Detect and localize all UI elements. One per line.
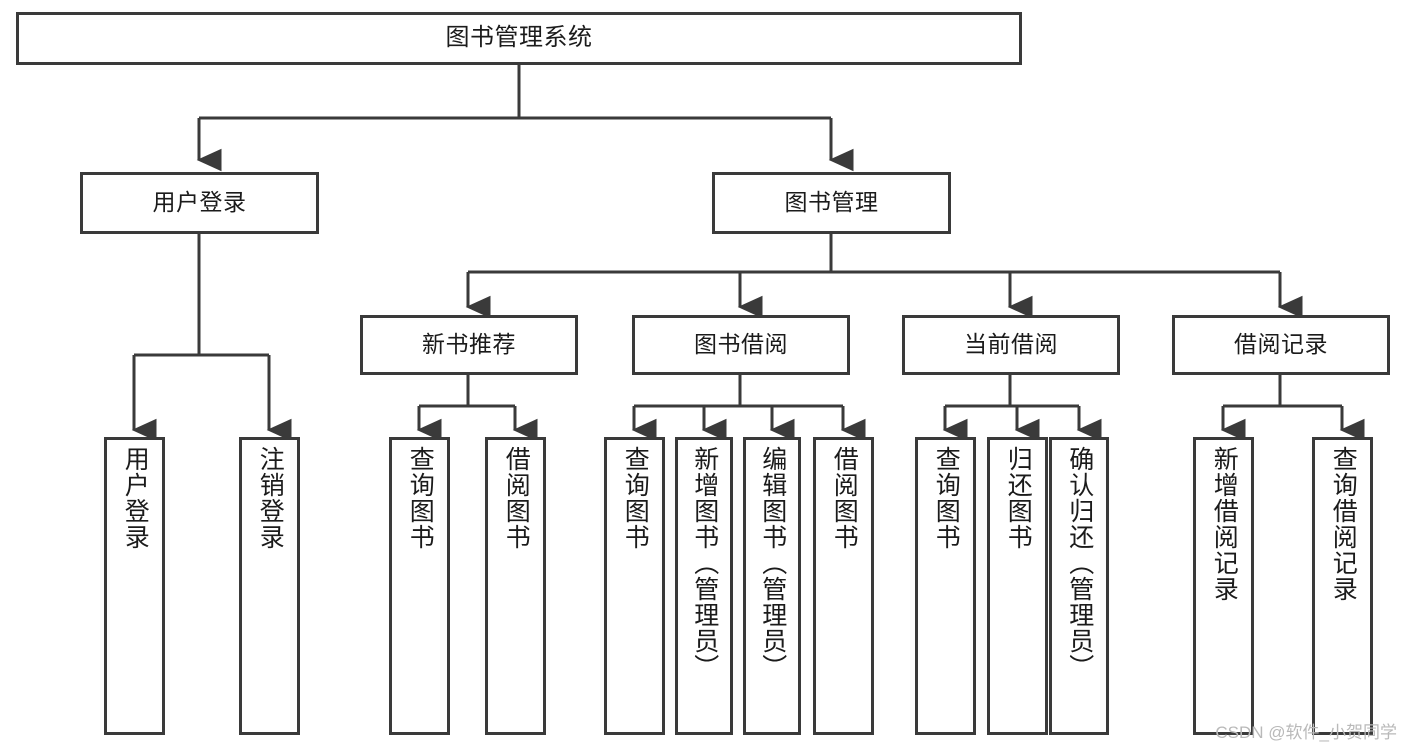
csdn-watermark: CSDN @软件_小贺同学 <box>1215 723 1397 742</box>
leaf-add-borrow-record[interactable]: 新增借阅记录 <box>1193 437 1254 735</box>
node-label: 用户登录 <box>121 446 150 550</box>
node-user-login[interactable]: 用户登录 <box>80 172 319 234</box>
node-label: 图书管理系统 <box>445 24 593 52</box>
leaf-user-login[interactable]: 用户登录 <box>104 437 165 735</box>
node-label: 归还图书 <box>1004 446 1033 550</box>
node-borrow-record[interactable]: 借阅记录 <box>1172 315 1390 375</box>
leaf-confirm-return-admin[interactable]: 确认归还（管理员） <box>1049 437 1109 735</box>
leaf-user-logout[interactable]: 注销登录 <box>239 437 300 735</box>
leaf-add-book-admin[interactable]: 新增图书（管理员） <box>675 437 733 735</box>
leaf-query-book-current[interactable]: 查询图书 <box>915 437 976 735</box>
node-label: 编辑图书（管理员） <box>758 446 787 680</box>
leaf-edit-book-admin[interactable]: 编辑图书（管理员） <box>743 437 801 735</box>
leaf-query-borrow-record[interactable]: 查询借阅记录 <box>1312 437 1373 735</box>
node-label: 注销登录 <box>256 446 285 550</box>
leaf-borrow-book-recommend[interactable]: 借阅图书 <box>485 437 546 735</box>
node-label: 借阅图书 <box>830 446 859 550</box>
node-label: 借阅图书 <box>502 446 531 550</box>
node-book-management[interactable]: 图书管理 <box>712 172 951 234</box>
node-label: 查询借阅记录 <box>1329 446 1358 602</box>
leaf-borrow-book[interactable]: 借阅图书 <box>813 437 874 735</box>
node-label: 新书推荐 <box>422 331 516 358</box>
node-current-borrow[interactable]: 当前借阅 <box>902 315 1120 375</box>
node-new-book-recommend[interactable]: 新书推荐 <box>360 315 578 375</box>
node-book-borrow[interactable]: 图书借阅 <box>632 315 850 375</box>
leaf-return-book[interactable]: 归还图书 <box>987 437 1048 735</box>
node-label: 确认归还（管理员） <box>1065 446 1094 680</box>
node-label: 查询图书 <box>406 446 435 550</box>
node-label: 图书借阅 <box>694 331 788 358</box>
node-label: 新增图书（管理员） <box>690 446 719 680</box>
node-label: 查询图书 <box>621 446 650 550</box>
node-label: 借阅记录 <box>1234 331 1328 358</box>
node-label: 当前借阅 <box>964 331 1058 358</box>
node-root-book-management-system[interactable]: 图书管理系统 <box>16 12 1022 65</box>
node-label: 用户登录 <box>152 189 247 216</box>
node-label: 图书管理 <box>784 189 879 216</box>
node-label: 查询图书 <box>932 446 961 550</box>
leaf-query-book-recommend[interactable]: 查询图书 <box>389 437 450 735</box>
node-label: 新增借阅记录 <box>1210 446 1239 602</box>
leaf-query-book-borrow[interactable]: 查询图书 <box>604 437 665 735</box>
